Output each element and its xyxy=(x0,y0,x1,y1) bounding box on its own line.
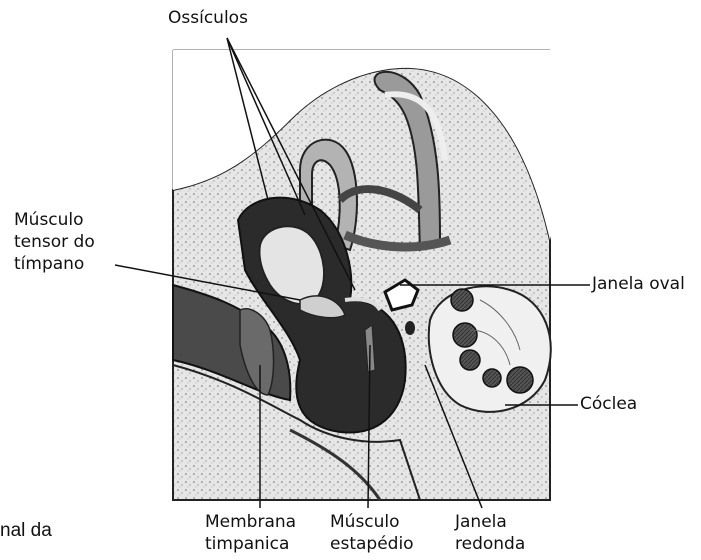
label-janela-redonda-line1: Janela xyxy=(455,512,507,532)
round-window xyxy=(405,321,415,335)
cochlea-shape xyxy=(429,286,551,412)
label-membrana-line2: timpanica xyxy=(205,534,289,554)
label-membrana-line1: Membrana xyxy=(205,512,296,532)
label-musculo-tensor-line2: tensor do xyxy=(14,232,95,252)
label-janela-oval: Janela oval xyxy=(592,276,685,294)
label-musculo-tensor-line1: Músculo xyxy=(14,210,84,230)
label-ossiculos: Ossículos xyxy=(168,10,248,28)
label-musculo-estapedio-line1: Músculo xyxy=(330,512,400,532)
cut-off-text: nal da xyxy=(0,520,52,542)
label-coclea: Cóclea xyxy=(580,396,637,414)
label-musculo-tensor-line3: tímpano xyxy=(14,254,84,274)
label-janela-redonda-line2: redonda xyxy=(455,534,525,554)
label-musculo-estapedio-line2: estapédio xyxy=(330,534,414,554)
